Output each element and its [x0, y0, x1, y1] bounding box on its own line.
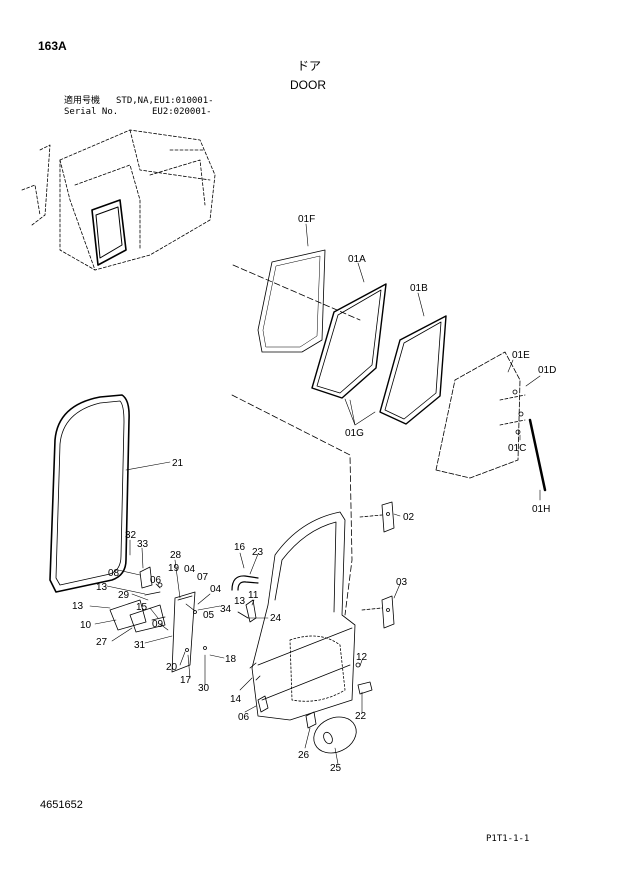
- callout-01E: 01E: [512, 350, 530, 361]
- callout-34: 34: [220, 604, 232, 615]
- callout-27: 27: [96, 637, 108, 648]
- callout-29: 29: [118, 590, 130, 601]
- page-reference: P1T1-1-1: [486, 834, 530, 844]
- page-code: 163A: [38, 39, 67, 53]
- callout-04: 04: [184, 564, 196, 575]
- callout-02: 02: [403, 512, 415, 523]
- callout-05: 05: [203, 610, 215, 621]
- callout-01A: 01A: [348, 254, 366, 265]
- callout-10: 10: [80, 620, 92, 631]
- cab-door-highlight: [91, 199, 127, 266]
- glass-01F: [257, 249, 326, 353]
- callout-06-second: 06: [238, 712, 250, 723]
- seal-01B: [379, 315, 447, 425]
- callout-28: 28: [170, 550, 182, 561]
- serial-range-1: STD,NA,EU1:010001-: [116, 96, 214, 106]
- callout-03: 03: [396, 577, 408, 588]
- leader-lines: [89, 223, 541, 765]
- serial-range-2: EU2:020001-: [152, 107, 212, 117]
- part-06-lower: [257, 695, 269, 713]
- callout-13-third: 13: [72, 601, 84, 612]
- callout-12: 12: [356, 652, 368, 663]
- callout-11: 11: [248, 590, 259, 601]
- callout-06: 06: [150, 575, 162, 586]
- part-22: [357, 681, 373, 695]
- strip-01H: [528, 418, 547, 492]
- hinge-03: [361, 595, 395, 629]
- callout-16: 16: [234, 542, 246, 553]
- callout-17: 17: [180, 675, 192, 686]
- serial-label: Serial No.: [64, 107, 119, 117]
- applicable-label: 適用号機: [64, 96, 101, 106]
- callout-31: 31: [134, 640, 146, 651]
- title-japanese: ドア: [297, 59, 322, 73]
- callout-15: 15: [136, 602, 148, 613]
- glass-01E: [435, 351, 521, 479]
- callout-19: 19: [168, 563, 180, 574]
- callout-08: 08: [108, 568, 120, 579]
- callout-13-second: 13: [234, 596, 246, 607]
- callout-30: 30: [198, 683, 210, 694]
- callout-04-second: 04: [210, 584, 222, 595]
- callout-labels: 01F 01A 01B 01E 01D 01G 01C 01H 21 02 03…: [72, 214, 556, 774]
- drawing-number: 4651652: [40, 799, 83, 811]
- callout-24: 24: [270, 613, 282, 624]
- callout-13: 13: [96, 582, 108, 593]
- hinge-02: [359, 501, 395, 533]
- cab-overview-illustration: [21, 129, 216, 271]
- door-frame: [231, 264, 361, 721]
- part-11: [245, 599, 257, 623]
- callout-14: 14: [230, 694, 242, 705]
- callout-18: 18: [225, 654, 237, 665]
- parts-01D-01C: [499, 389, 526, 435]
- part-14: [249, 662, 261, 681]
- callout-20: 20: [166, 662, 178, 673]
- grab-handle-23: [231, 575, 259, 591]
- door-lock-cover-25: [313, 716, 357, 754]
- part-26: [305, 711, 317, 729]
- callout-21: 21: [172, 458, 184, 469]
- part-12: [355, 662, 361, 668]
- callout-22: 22: [355, 711, 367, 722]
- callout-32: 32: [125, 530, 137, 541]
- callout-01B: 01B: [410, 283, 428, 294]
- callout-01H: 01H: [532, 504, 550, 515]
- weatherstrip-21: [49, 394, 130, 593]
- callout-25: 25: [330, 763, 342, 774]
- callout-01F: 01F: [298, 214, 315, 225]
- callout-09: 09: [152, 619, 164, 630]
- part-24: [237, 611, 249, 619]
- seal-01A: [311, 283, 387, 399]
- callout-07: 07: [197, 572, 209, 583]
- callout-01C: 01C: [508, 443, 526, 454]
- title-english: DOOR: [290, 78, 326, 92]
- callout-33: 33: [137, 539, 149, 550]
- callout-23: 23: [252, 547, 264, 558]
- callout-01G: 01G: [345, 428, 364, 439]
- callout-26: 26: [298, 750, 310, 761]
- callout-01D: 01D: [538, 365, 556, 376]
